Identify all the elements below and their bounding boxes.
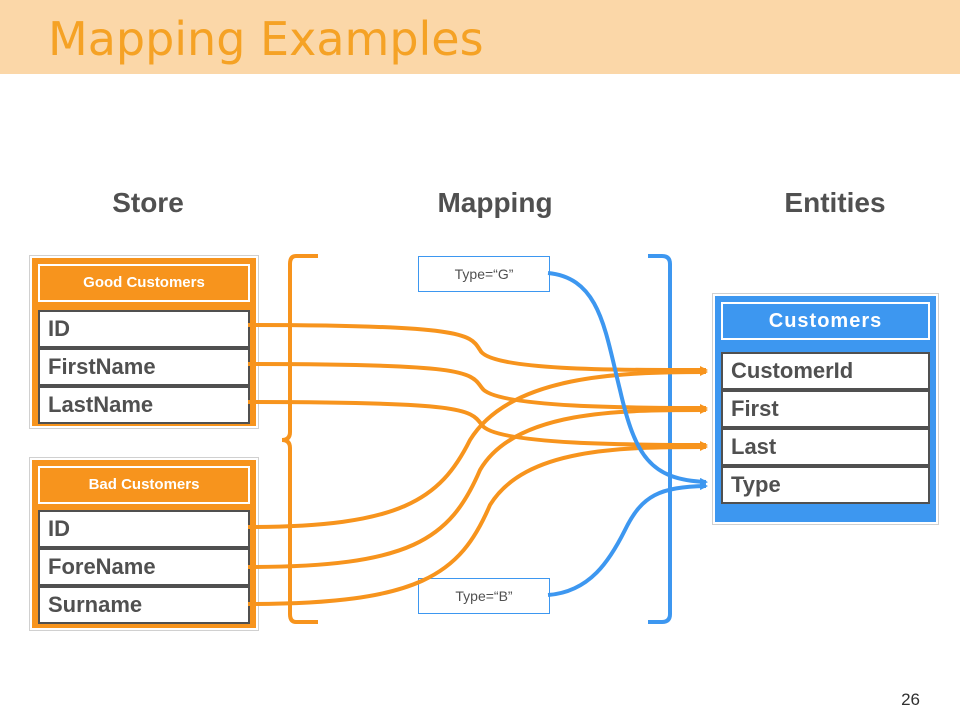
- slide-title: Mapping Examples: [48, 12, 484, 66]
- good-customers-header: Good Customers: [38, 264, 250, 302]
- title-bar: Mapping Examples: [0, 0, 960, 74]
- bad-customers-table: Bad Customers ID ForeName Surname: [29, 457, 259, 631]
- entity-bracket: [648, 254, 672, 624]
- wire-bad-forename-first: [247, 406, 708, 569]
- entities-heading: Entities: [784, 187, 886, 218]
- good-field-firstname: FirstName: [38, 348, 250, 386]
- good-field-lastname: LastName: [38, 386, 250, 424]
- entity-field-type: Type: [721, 466, 930, 504]
- bad-field-id: ID: [38, 510, 250, 548]
- customers-entity-header: Customers: [721, 302, 930, 340]
- wire-bad-id-customerid: [247, 368, 708, 529]
- page-number: 26: [901, 690, 920, 709]
- wire-good-id-customerid: [247, 323, 708, 375]
- entity-field-customerid: CustomerId: [721, 352, 930, 390]
- customers-entity: Customers CustomerId First Last Type: [712, 293, 939, 525]
- wire-condition-bad-type: [547, 482, 708, 597]
- bad-field-surname: Surname: [38, 586, 250, 624]
- good-customers-table: Good Customers ID FirstName LastName: [29, 255, 259, 429]
- condition-bad: Type=“B”: [418, 578, 550, 614]
- entity-field-first: First: [721, 390, 930, 428]
- store-heading: Store: [112, 187, 184, 218]
- bad-field-forename: ForeName: [38, 548, 250, 586]
- good-field-id: ID: [38, 310, 250, 348]
- wire-bad-surname-last: [247, 443, 708, 606]
- wire-good-firstname-first: [247, 362, 708, 412]
- wire-condition-good-type: [547, 271, 708, 486]
- entity-field-last: Last: [721, 428, 930, 466]
- mapping-heading: Mapping: [437, 187, 553, 218]
- condition-good: Type=“G”: [418, 256, 550, 292]
- store-bracket: [281, 254, 318, 624]
- bad-customers-header: Bad Customers: [38, 466, 250, 504]
